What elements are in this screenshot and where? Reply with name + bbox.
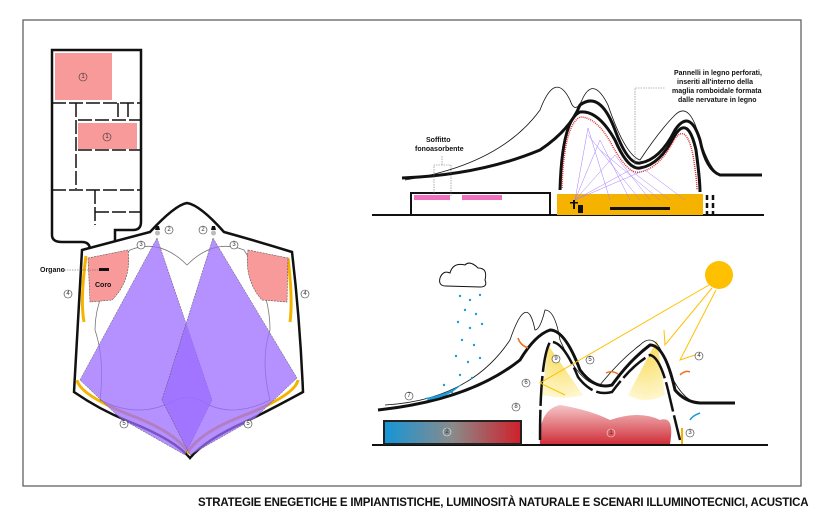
marker-4-right: 4 — [300, 289, 310, 299]
room-pink-2 — [78, 123, 137, 149]
heat-zone — [539, 405, 672, 444]
svg-text:2: 2 — [167, 227, 171, 233]
annex-outline — [50, 48, 143, 251]
rain-drops — [442, 293, 484, 394]
marker-2-left: 2 — [164, 225, 174, 235]
marker-2: 2 — [442, 427, 452, 437]
cloud-icon — [439, 262, 487, 288]
light-cone-right — [161, 237, 298, 456]
vent-arrows — [517, 337, 691, 376]
shell-roof-2 — [377, 328, 735, 412]
svg-text:2: 2 — [201, 227, 205, 233]
marker-5-right: 5 — [243, 419, 253, 429]
panels-label-1: Pannelli in legno perforati, — [674, 70, 762, 77]
inflow-arrow — [689, 412, 701, 421]
sheet-title: STRATEGIE ENEGETICHE E IMPIANTISTICHE, L… — [198, 497, 809, 509]
acoustic-section: Soffitto fonoasorbente Pannelli in legno… — [372, 70, 764, 216]
panels-label-3: maglia romboidale formata — [672, 88, 762, 95]
panels-label-4: dalle nervature in legno — [678, 97, 757, 104]
organ — [99, 268, 109, 271]
room-marker-2: 1 — [102, 132, 112, 142]
sheet-frame — [22, 19, 802, 487]
svg-text:3: 3 — [688, 430, 692, 436]
marker-3-right: 3 — [229, 240, 239, 250]
speaker-icon — [155, 226, 160, 236]
svg-text:1: 1 — [609, 430, 613, 436]
svg-text:9: 9 — [554, 356, 558, 362]
svg-text:5: 5 — [588, 357, 592, 363]
marker-9: 9 — [551, 354, 561, 364]
room-marker-1: 1 — [78, 72, 88, 82]
absorbent-ceiling-1 — [414, 195, 450, 200]
solar-strip — [681, 428, 683, 444]
ceiling-label-2: fonoasorbente — [415, 146, 464, 153]
marker-2-right: 2 — [198, 225, 208, 235]
svg-text:6: 6 — [524, 380, 528, 386]
choir-left — [87, 249, 129, 303]
water-tank — [383, 420, 522, 445]
speaker-icon — [211, 226, 216, 236]
svg-text:8: 8 — [514, 404, 518, 410]
rain-collection — [425, 384, 462, 400]
marker-6: 6 — [521, 378, 531, 388]
shell-roof — [401, 99, 762, 180]
svg-text:5: 5 — [122, 421, 126, 427]
svg-text:1: 1 — [81, 74, 85, 80]
panels-label-2: inseriti all'interno della — [677, 79, 753, 86]
organ-label: Organo — [40, 267, 65, 274]
room-pink-1 — [55, 53, 112, 100]
svg-text:4: 4 — [697, 353, 701, 359]
sun-icon — [705, 261, 733, 289]
svg-text:3: 3 — [139, 242, 143, 248]
svg-text:2: 2 — [445, 429, 449, 435]
outer-skin — [404, 86, 721, 181]
marker-5-left: 5 — [119, 419, 129, 429]
marker-1: 1 — [606, 428, 616, 438]
choir-label: Coro — [95, 282, 111, 289]
outer-skin-2 — [384, 309, 691, 406]
marker-4: 4 — [694, 351, 704, 361]
svg-text:3: 3 — [232, 242, 236, 248]
light-zone-right — [628, 340, 665, 400]
marker-7: 7 — [404, 391, 414, 401]
energy-section: 7 8 6 9 5 4 3 2 1 — [372, 261, 768, 446]
marker-5: 5 — [585, 355, 595, 365]
audience-icons — [570, 200, 670, 213]
svg-text:7: 7 — [407, 393, 411, 399]
marker-4-left: 4 — [63, 289, 73, 299]
floor-plan: 1 1 Organo Coro 2 2 3 3 4 4 5 5 — [40, 48, 310, 460]
absorbent-ceiling-2 — [462, 195, 502, 200]
svg-text:4: 4 — [66, 291, 70, 297]
svg-text:1: 1 — [105, 134, 109, 140]
sun-rays — [538, 284, 717, 396]
marker-8: 8 — [511, 402, 521, 412]
svg-text:5: 5 — [246, 421, 250, 427]
choir-right — [247, 249, 289, 303]
svg-text:4: 4 — [303, 291, 307, 297]
marker-3-left: 3 — [136, 240, 146, 250]
ceiling-label: Soffitto — [426, 137, 451, 144]
marker-3: 3 — [685, 428, 695, 438]
sound-rays — [574, 127, 686, 201]
